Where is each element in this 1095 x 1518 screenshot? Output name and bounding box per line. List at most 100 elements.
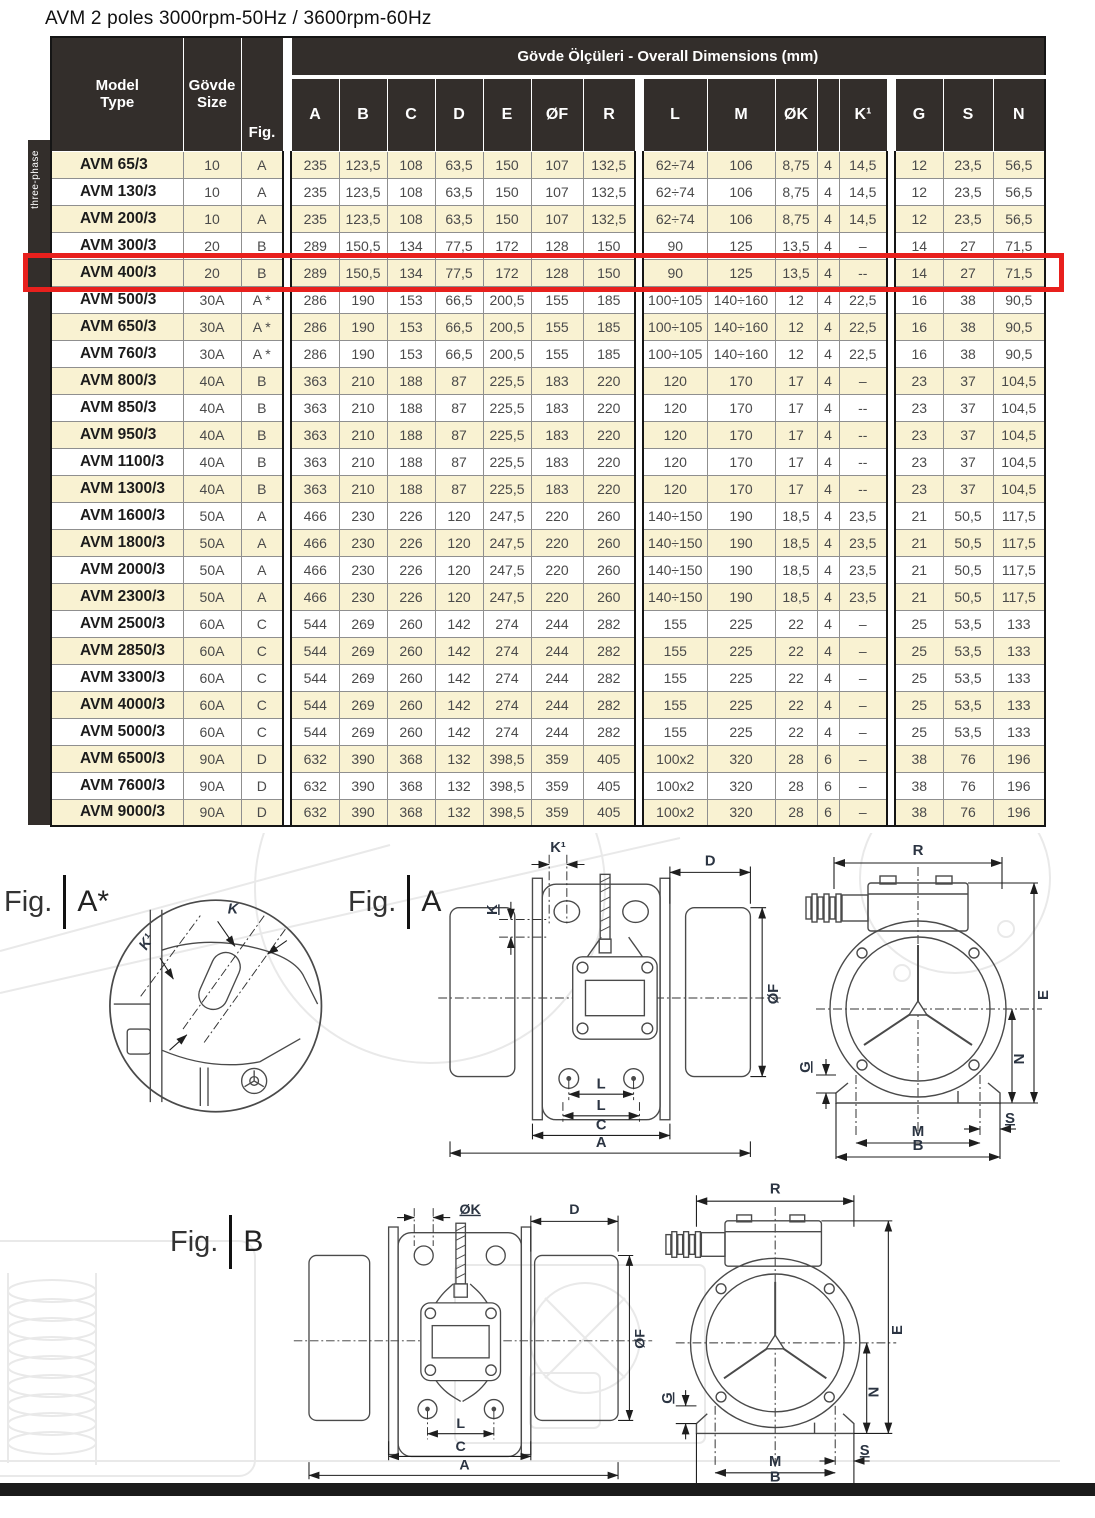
cell-C: 153 [386, 312, 436, 341]
cell-D: 132 [434, 744, 484, 773]
cell-A: 363 [290, 420, 340, 449]
cell-E: 225,5 [482, 447, 532, 476]
cell-A: 235 [290, 150, 340, 179]
column-gap [634, 583, 644, 610]
cell-count: 4 [816, 474, 840, 503]
cell-R: 282 [582, 609, 636, 638]
cell-L: 120 [642, 474, 708, 503]
cell-M: 225 [706, 690, 776, 719]
column-gap [886, 799, 896, 826]
col-header-D: D [434, 76, 484, 152]
cell-OF: 220 [530, 528, 584, 557]
dim-label-l: L [597, 1098, 606, 1114]
cell-count: 4 [816, 555, 840, 584]
cell-fig: D [240, 771, 284, 800]
cell-C: 108 [386, 177, 436, 206]
cell-B: 269 [338, 636, 388, 665]
col-header-R: R [582, 76, 636, 152]
cell-L: 100÷105 [642, 339, 708, 368]
cell-fig: A [240, 528, 284, 557]
cell-R: 282 [582, 663, 636, 692]
cell-C: 226 [386, 555, 436, 584]
cell-model: AVM 300/3 [50, 231, 184, 260]
cell-OF: 128 [530, 258, 584, 287]
cell-OF: 244 [530, 690, 584, 719]
fig-b-side-view-drawing: ØK D ØF L C A [293, 1202, 653, 1480]
cell-E: 247,5 [482, 582, 532, 611]
column-gap [634, 232, 644, 259]
col-header-C: C [386, 76, 436, 152]
cell-size: 50A [182, 555, 242, 584]
cell-OF: 107 [530, 177, 584, 206]
column-gap [886, 394, 896, 421]
column-gap [886, 232, 896, 259]
column-gap [886, 286, 896, 313]
cell-C: 368 [386, 798, 436, 827]
cell-B: 210 [338, 420, 388, 449]
cell-fig: D [240, 744, 284, 773]
motor-body-front [665, 1214, 861, 1435]
cell-C: 188 [386, 474, 436, 503]
cell-N: 117,5 [992, 501, 1046, 530]
cell-C: 226 [386, 582, 436, 611]
dimensions-table: Model Type Gövde Size Fig. Gövde Ölçüler… [50, 36, 1047, 827]
cell-D: 87 [434, 393, 484, 422]
cell-E: 225,5 [482, 366, 532, 395]
cell-M: 320 [706, 798, 776, 827]
cell-K1: – [838, 231, 888, 260]
column-gap [886, 772, 896, 799]
cable-gland-icon [841, 894, 869, 922]
cell-model: AVM 6500/3 [50, 744, 184, 773]
dim-label-of: ØF [766, 984, 782, 1004]
dim-label-s: S [860, 1443, 870, 1459]
cell-B: 269 [338, 690, 388, 719]
table-row: AVM 500/3 30A A * 286 190 153 66,5 200,5… [50, 285, 1046, 314]
cell-G: 25 [894, 636, 944, 665]
column-gap [634, 772, 644, 799]
cell-A: 235 [290, 204, 340, 233]
cell-S: 37 [942, 420, 994, 449]
cell-K1: -- [838, 258, 888, 287]
cell-E: 274 [482, 690, 532, 719]
cell-model: AVM 1100/3 [50, 447, 184, 476]
cell-N: 133 [992, 636, 1046, 665]
cell-R: 282 [582, 636, 636, 665]
column-gap [282, 367, 292, 394]
cell-model: AVM 1600/3 [50, 501, 184, 530]
cell-D: 120 [434, 555, 484, 584]
cell-D: 142 [434, 690, 484, 719]
cell-count: 4 [816, 150, 840, 179]
fig-b-front-view-drawing: R E N G S M B [662, 1181, 906, 1483]
table-row: AVM 950/3 40A B 363 210 188 87 225,5 183… [50, 420, 1046, 449]
col-header-K1: K¹ [838, 76, 888, 152]
cell-K1: -- [838, 447, 888, 476]
cell-OF: 220 [530, 582, 584, 611]
cell-G: 23 [894, 420, 944, 449]
cell-K1: 23,5 [838, 501, 888, 530]
cell-count: 4 [816, 609, 840, 638]
cell-E: 398,5 [482, 798, 532, 827]
watermark-drawing [0, 833, 1060, 1477]
cell-L: 62÷74 [642, 204, 708, 233]
cell-OK: 22 [774, 690, 818, 719]
cell-K1: -- [838, 474, 888, 503]
dim-label-d: D [705, 854, 716, 870]
cell-G: 23 [894, 366, 944, 395]
cell-M: 190 [706, 555, 776, 584]
cell-OK: 12 [774, 312, 818, 341]
cell-L: 120 [642, 393, 708, 422]
cell-K1: – [838, 366, 888, 395]
cell-G: 21 [894, 501, 944, 530]
cell-A: 632 [290, 798, 340, 827]
cell-fig: B [240, 366, 284, 395]
cell-M: 140÷160 [706, 285, 776, 314]
column-gap [886, 178, 896, 205]
cell-N: 117,5 [992, 582, 1046, 611]
cell-size: 60A [182, 636, 242, 665]
cell-OK: 28 [774, 771, 818, 800]
cell-OK: 17 [774, 474, 818, 503]
column-gap [635, 77, 643, 151]
cell-C: 188 [386, 447, 436, 476]
cell-L: 155 [642, 636, 708, 665]
cell-B: 230 [338, 501, 388, 530]
